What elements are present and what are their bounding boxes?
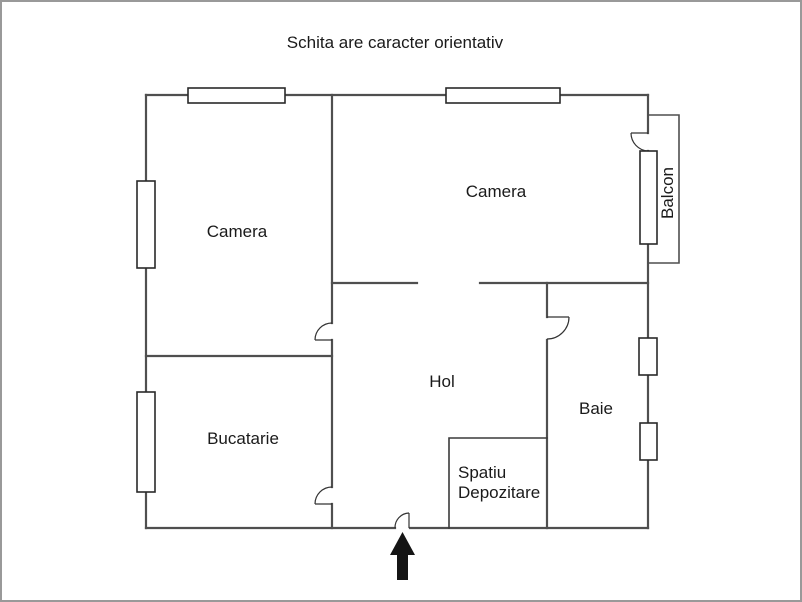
label-baie: Baie <box>579 399 613 418</box>
door-baie <box>546 316 570 340</box>
window-left-camera <box>136 180 156 269</box>
interior-walls <box>144 93 650 530</box>
label-spatiu-line2: Depozitare <box>458 483 540 502</box>
door-balcony <box>630 132 649 152</box>
balcony-outline <box>647 114 680 264</box>
window-left-bucatarie <box>136 391 156 493</box>
label-camera-left: Camera <box>207 222 268 241</box>
entrance-arrow <box>390 532 415 580</box>
label-hol: Hol <box>429 372 455 391</box>
windows <box>136 87 658 493</box>
window-right-baie-lower <box>639 422 658 461</box>
label-spatiu-depozitare: Spatiu Depozitare <box>458 463 540 502</box>
window-balcony <box>639 150 658 245</box>
door-camera-left <box>314 322 333 341</box>
label-spatiu-line1: Spatiu <box>458 463 506 482</box>
window-top-left <box>187 87 286 104</box>
window-top-right <box>445 87 561 104</box>
window-right-baie-upper <box>638 337 658 376</box>
wall-spatiu-depozitare <box>448 437 548 529</box>
plan-title: Schita are caracter orientativ <box>287 33 504 52</box>
label-camera-right: Camera <box>466 182 527 201</box>
door-bucatarie <box>314 486 333 505</box>
label-bucatarie: Bucatarie <box>207 429 279 448</box>
exterior-walls <box>144 93 650 530</box>
doors <box>314 132 649 529</box>
label-balcon: Balcon <box>658 167 677 219</box>
door-entrance <box>394 512 410 529</box>
room-labels: Camera Camera Balcon Hol Bucatarie Baie … <box>207 167 677 502</box>
